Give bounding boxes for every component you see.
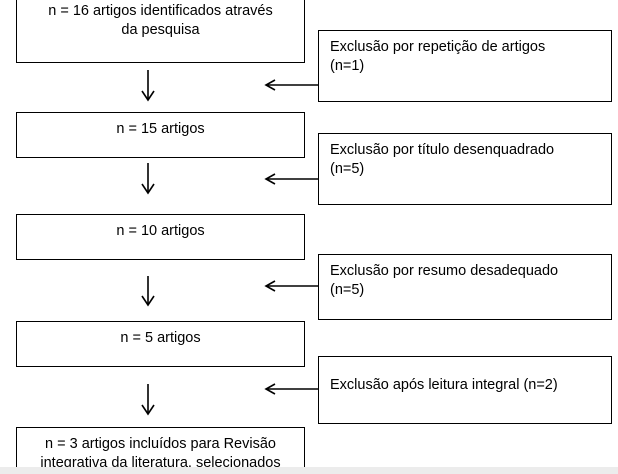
exclusion-box-duplicates-line-2: (n=1) [330,58,365,74]
down-arrow-1 [141,70,155,102]
step-box-identified-line-1: n = 16 artigos identificados através [48,3,273,19]
left-arrow-4 [264,383,318,395]
step-box-after-duplicates: n = 15 artigos [16,112,305,158]
viewport-bottom-edge [0,467,618,474]
step-box-after-abstract-line-1: n = 5 artigos [120,330,201,346]
exclusion-box-title: Exclusão por título desenquadrado (n=5) [318,133,612,205]
exclusion-box-abstract-line-2: (n=5) [330,282,365,298]
down-arrow-2 [141,163,155,195]
step-box-identified-line-2: da pesquisa [121,22,200,38]
left-arrow-3 [264,280,318,292]
exclusion-box-full-text-line-1: Exclusão após leitura integral (n=2) [330,377,558,393]
exclusion-box-full-text: Exclusão após leitura integral (n=2) [318,356,612,424]
down-arrow-3 [141,276,155,307]
left-arrow-1 [264,79,318,91]
exclusion-box-duplicates: Exclusão por repetição de artigos (n=1) [318,30,612,102]
step-box-included-line-1: n = 3 artigos incluídos para Revisão [45,436,276,452]
exclusion-box-duplicates-line-1: Exclusão por repetição de artigos [330,39,546,55]
left-arrow-2 [264,173,318,185]
down-arrow-4 [141,384,155,416]
exclusion-box-title-line-2: (n=5) [330,161,365,177]
step-box-after-duplicates-line-1: n = 15 artigos [116,121,205,137]
step-box-identified: n = 16 artigos identificados através da … [16,0,305,63]
exclusion-box-title-line-1: Exclusão por título desenquadrado [330,142,555,158]
exclusion-box-abstract-line-1: Exclusão por resumo desadequado [330,263,559,279]
step-box-after-title-line-1: n = 10 artigos [116,223,205,239]
exclusion-box-abstract: Exclusão por resumo desadequado (n=5) [318,254,612,320]
step-box-after-title: n = 10 artigos [16,214,305,260]
step-box-after-abstract: n = 5 artigos [16,321,305,367]
